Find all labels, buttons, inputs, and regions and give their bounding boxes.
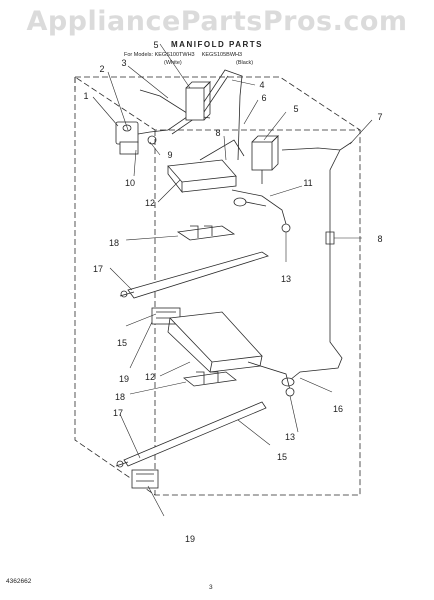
callout-1: 1 [83,91,88,101]
callout-13a: 13 [281,274,291,284]
burner-12-lower [167,311,263,373]
orifice-tube-13-lower [247,361,295,397]
callout-5b: 5 [293,104,298,114]
footer-page-number: 3 [209,584,213,591]
callout-2: 2 [99,64,104,74]
callout-8b: 8 [215,128,220,138]
callout-8a: 8 [377,234,382,244]
valve-1 [115,121,169,155]
callout-15b: 15 [277,452,287,462]
callout-labels: 1 2 3 4 5 5 6 7 8 8 9 10 11 12 12 13 13 … [83,40,382,544]
callout-19b: 19 [185,534,195,544]
orifice-tube-11 [231,189,291,233]
callout-9: 9 [167,150,172,160]
plate-18-upper [176,225,236,241]
callout-6: 6 [261,93,266,103]
footer-code: 4362662 [6,578,32,585]
igniter-17-upper [119,251,269,299]
connector-19-lower [131,469,159,489]
model-line: For Models: KEGS100TWH3 KEGS105BWH3 [124,52,242,58]
callout-12b: 12 [145,372,155,382]
igniter-17-lower [115,401,267,468]
tube-7 [281,141,353,381]
callout-12a: 12 [145,198,155,208]
models-prefix: For Models: [124,52,154,58]
model-a: KEGS100TWH3 [154,52,195,58]
valve-5-upper [185,81,211,121]
callout-18a: 18 [109,238,119,248]
callout-17b: 17 [113,408,123,418]
callout-3: 3 [121,58,126,68]
callout-16: 16 [333,404,343,414]
watermark: AppliancePartsPros.com [26,6,408,37]
burner-12-upper [167,139,245,194]
callout-11: 11 [303,178,312,188]
plate-18-lower [183,371,237,387]
model-b: KEGS105BWH3 [201,52,243,58]
callout-4: 4 [259,80,264,90]
finish-b: (Black) [236,60,254,66]
callout-10: 10 [125,178,135,188]
page-title: MANIFOLD PARTS [171,40,263,49]
callout-13b: 13 [285,432,295,442]
callout-17a: 17 [93,264,103,274]
fitting-8-right [325,231,335,245]
valve-5-right [251,135,279,184]
manifold-tube-a [167,69,243,161]
callout-7: 7 [377,112,382,122]
callout-15a: 15 [117,338,127,348]
callout-19a: 19 [119,374,129,384]
callout-18b: 18 [115,392,125,402]
leader-lines [92,43,373,517]
callout-5a: 5 [153,40,158,50]
